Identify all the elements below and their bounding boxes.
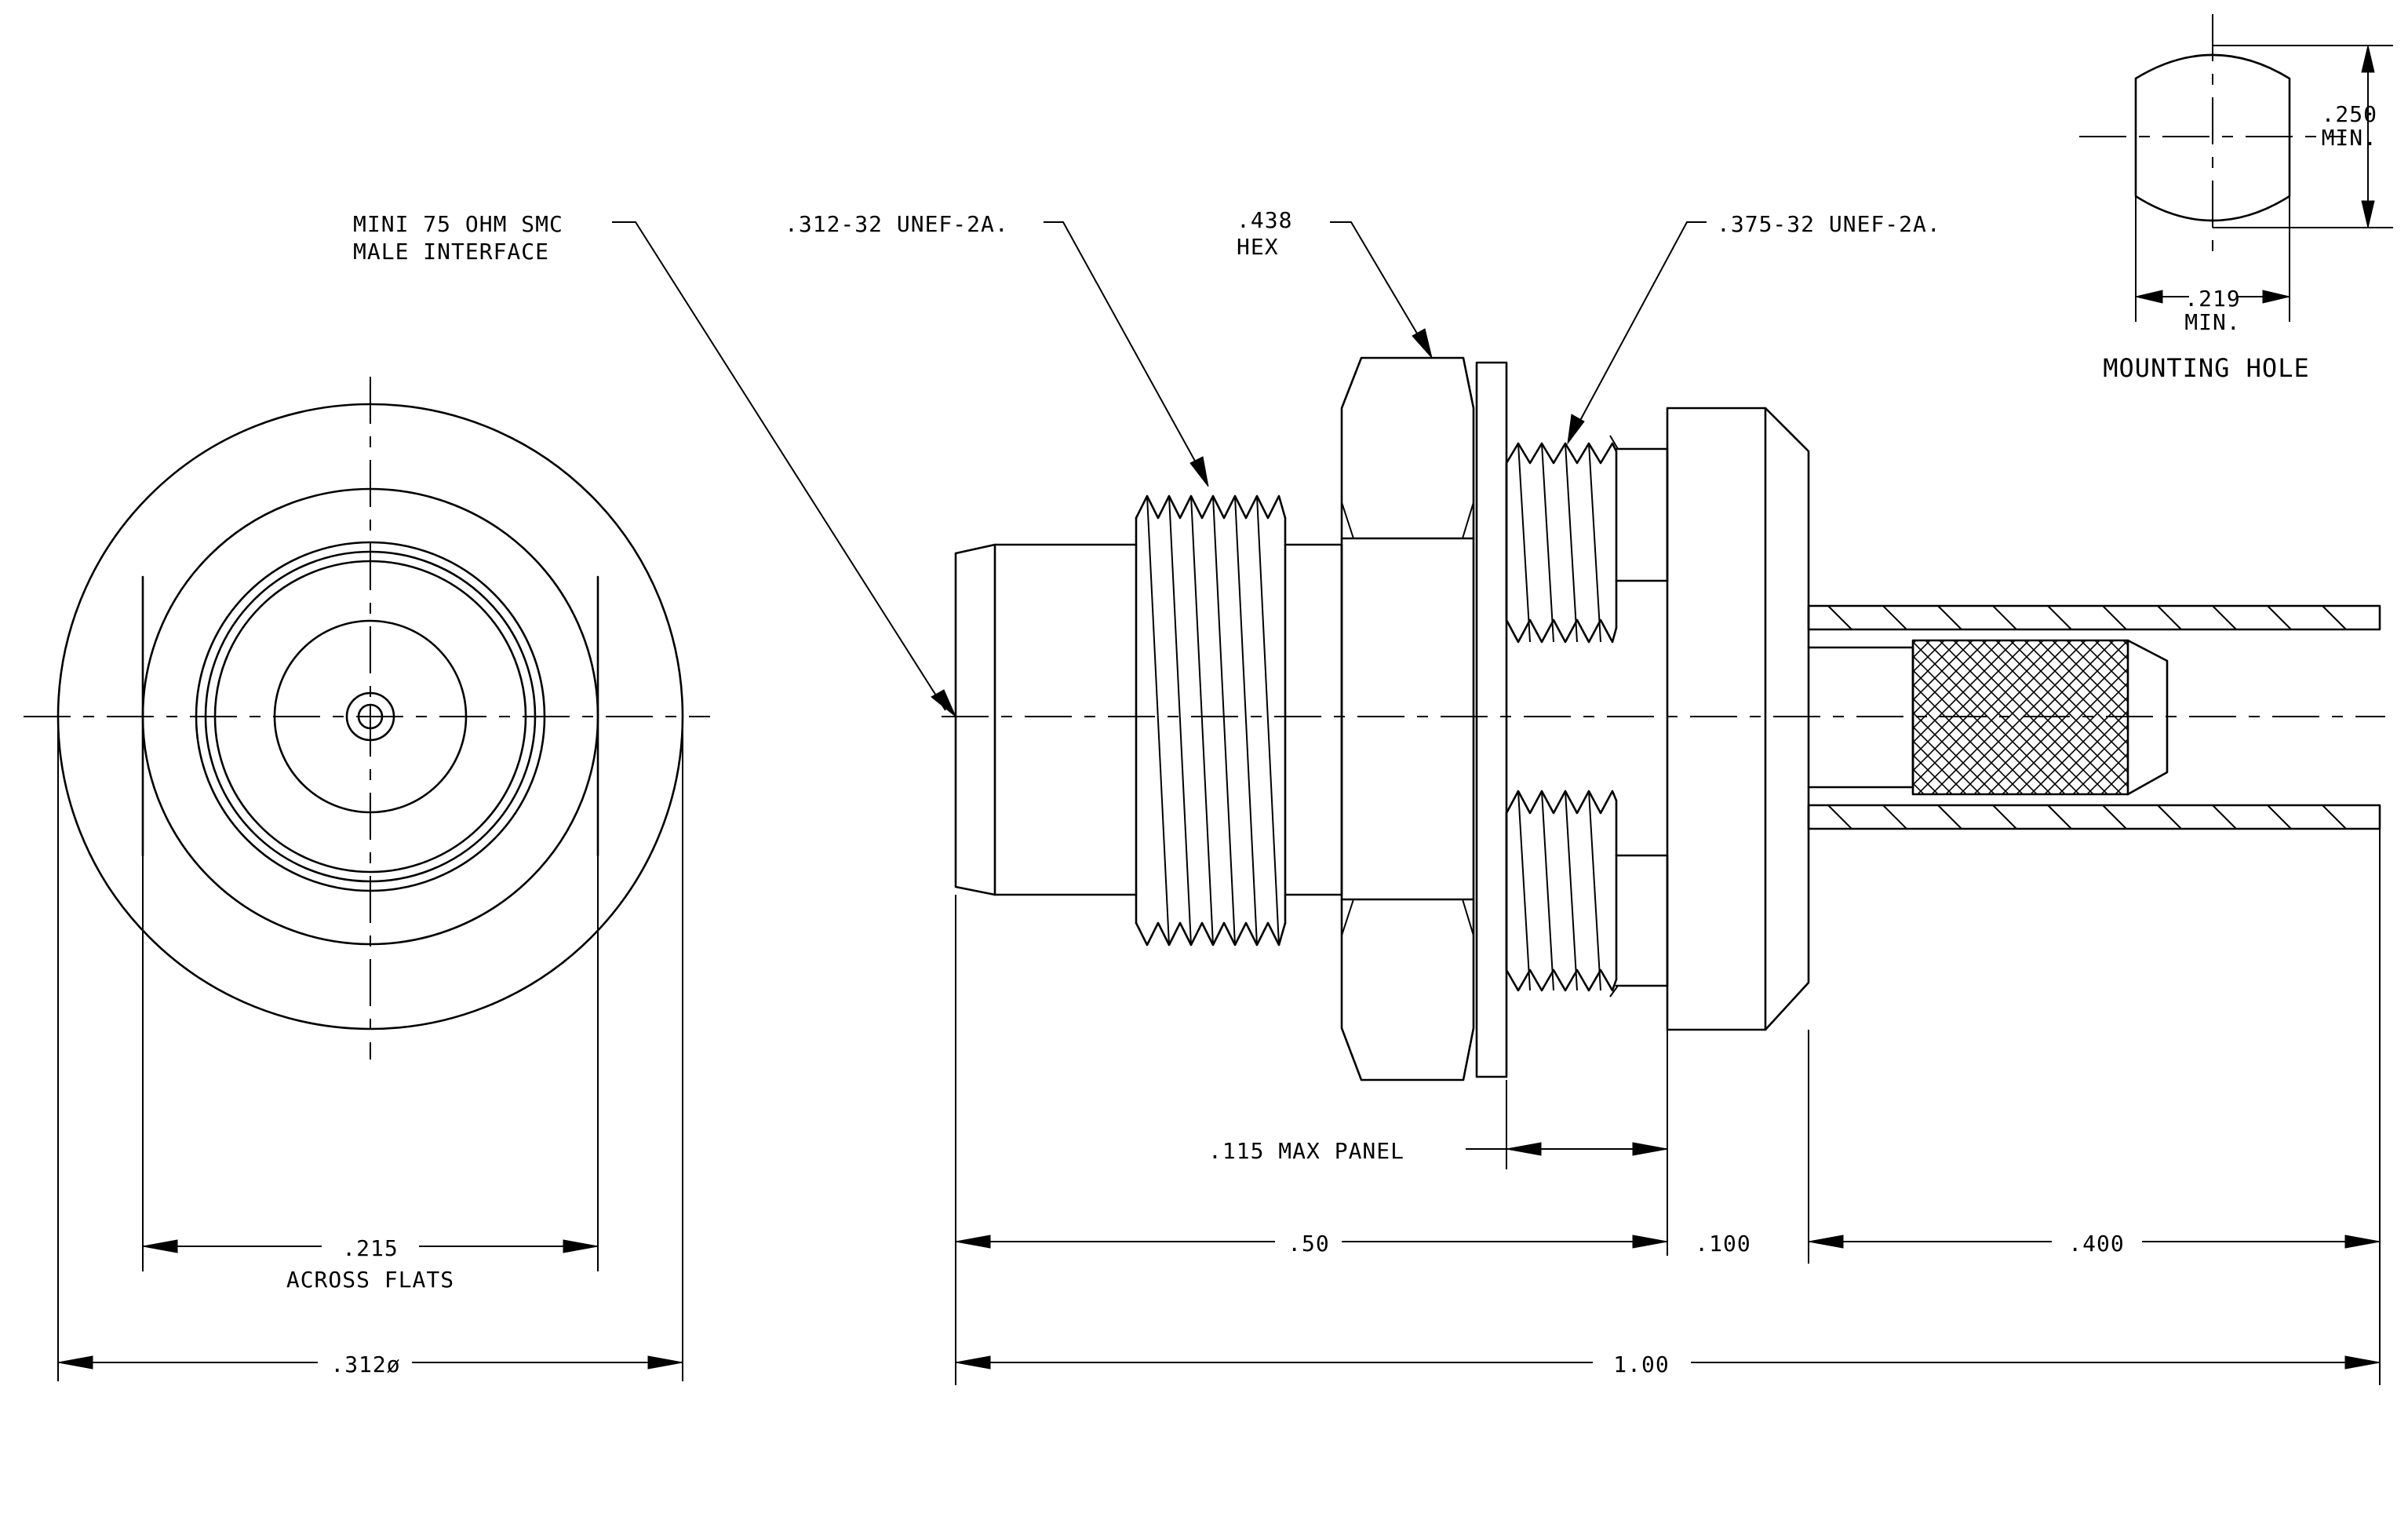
front-end-view [24,377,710,1060]
flange [1666,407,1810,1031]
hole-width-value: .219 [2184,286,2240,312]
across-flats-value: .215 [342,1235,398,1261]
lock-washer [1475,361,1508,1078]
across-flats-label: ACROSS FLATS [286,1267,454,1293]
diameter-dimension: .312ø [330,1351,400,1377]
overall-length-dimension: 1.00 [1613,1351,1669,1377]
hole-width-note: MIN. [2184,309,2240,335]
nose-outline [954,543,1138,896]
front-thread [1135,494,1343,947]
mounting-hole-view [2079,14,2393,322]
flange-length-dimension: .100 [1695,1231,1750,1257]
front-thread-label: .312-32 UNEF-2A. [785,211,1009,237]
tail-length-dimension: .400 [2068,1231,2124,1257]
tail-tube [1807,604,2381,830]
interface-label-line2: MALE INTERFACE [353,239,549,264]
front-length-dimension: .50 [1288,1231,1330,1257]
rear-thread-label: .375-32 UNEF-2A. [1717,211,1941,237]
front-view-dimensions [57,717,683,1381]
annotations: MINI 75 OHM SMC MALE INTERFACE .312-32 U… [286,101,2377,1377]
side-view [942,356,2385,1081]
leaders [612,221,1707,717]
hex-nut [1340,356,1475,1081]
mounting-hole-title: MOUNTING HOLE [2103,353,2309,383]
rear-thread [1505,435,1669,998]
hex-label: HEX [1237,234,1279,260]
hole-height-value: .250 [2322,101,2377,127]
hole-height-note: MIN. [2322,125,2377,151]
hex-size-label: .438 [1237,207,1292,233]
side-view-dimensions [955,829,2381,1385]
max-panel-dimension: .115 MAX PANEL [1208,1138,1404,1164]
knurled-crimp [1913,640,2128,794]
interface-label-line1: MINI 75 OHM SMC [353,211,563,237]
